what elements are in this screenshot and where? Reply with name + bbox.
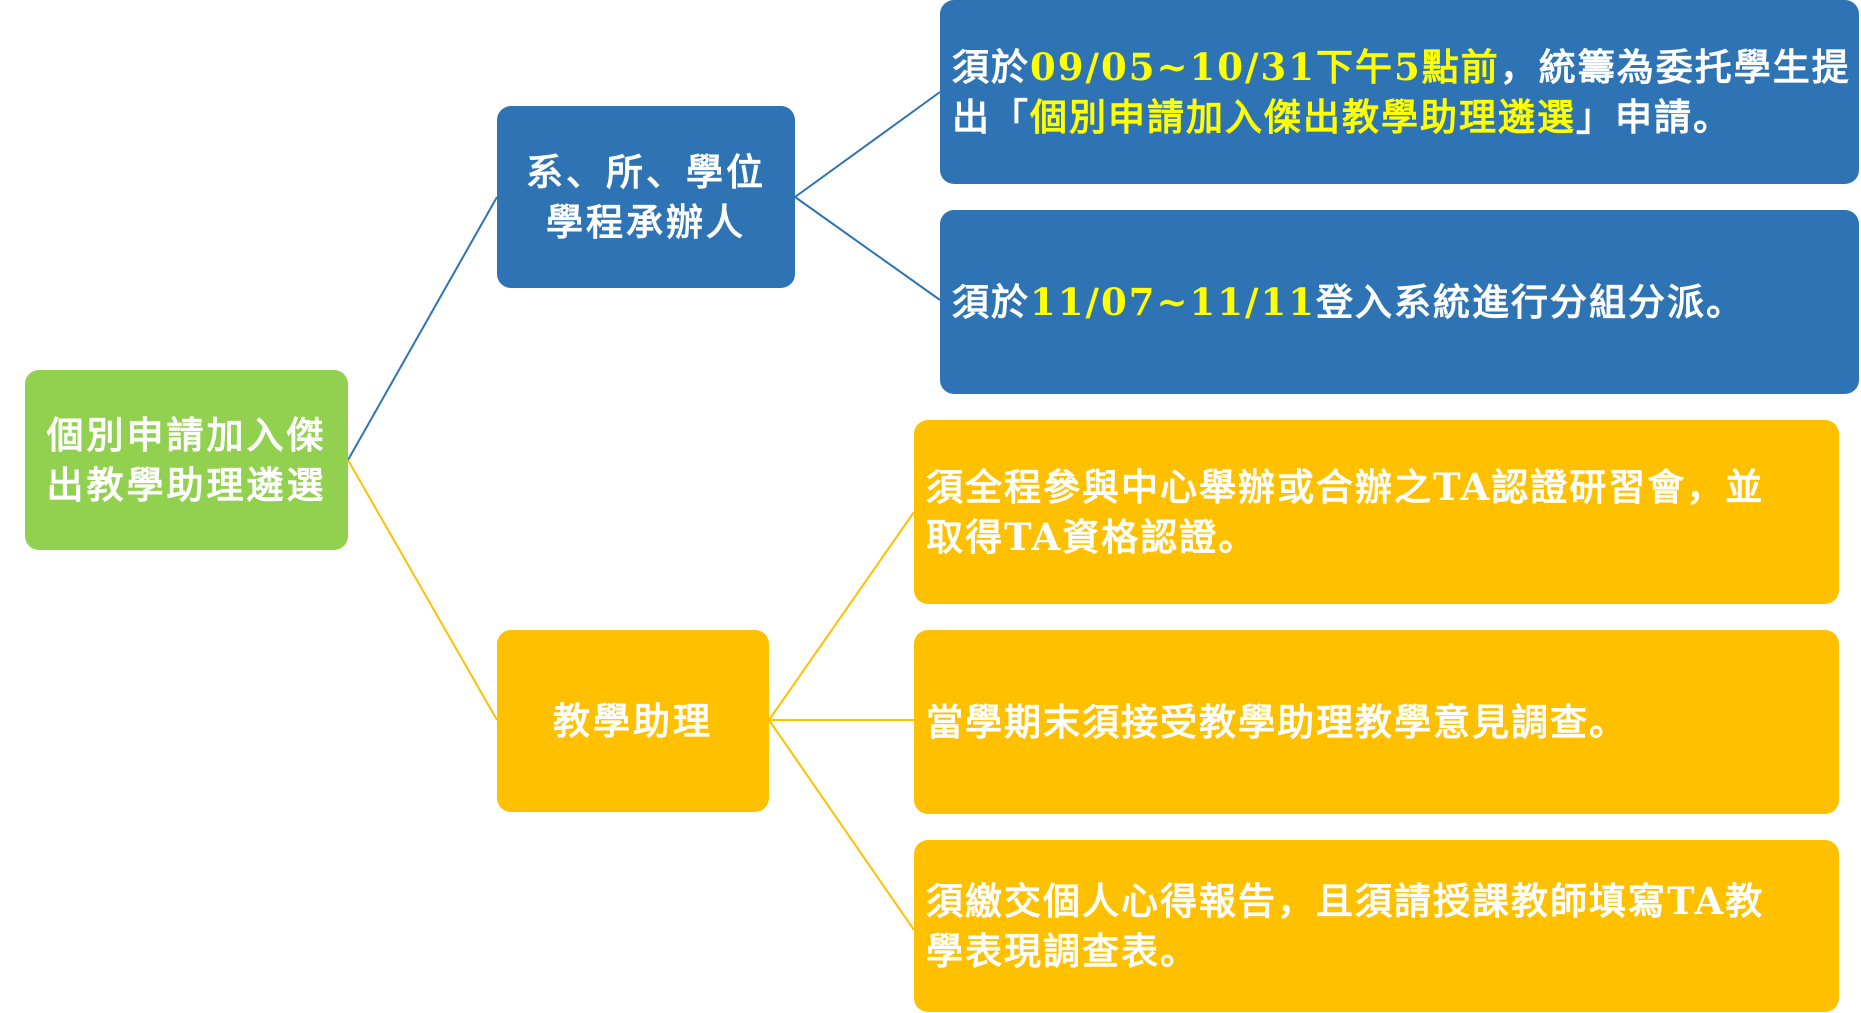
admin-task-login-text: 須於11/07~11/11登入系統進行分組分派。 bbox=[952, 277, 1745, 327]
ta-task3-line1: 須繳交個人心得報告，且須請授課教師填寫TA教 bbox=[926, 879, 1765, 923]
admin-task-deadline-node: 須於09/05~10/31下午5點前，統籌為委托學生提 出「個別申請加入傑出教學… bbox=[940, 0, 1859, 184]
ta-task-survey-text: 當學期末須接受教學助理教學意見調查。 bbox=[926, 700, 1628, 744]
ta-task-report-node: 須繳交個人心得報告，且須請授課教師填寫TA教 學表現調查表。 bbox=[914, 840, 1839, 1012]
admin-task-deadline-text: 須於09/05~10/31下午5點前，統籌為委托學生提 出「個別申請加入傑出教學… bbox=[952, 42, 1851, 142]
admin-task-login-node: 須於11/07~11/11登入系統進行分組分派。 bbox=[940, 210, 1859, 394]
admin-task1-close: 」申請。 bbox=[1576, 95, 1732, 139]
admin-task1-date: 09/05~10/31下午5點前 bbox=[1030, 45, 1500, 89]
connector-root-admin bbox=[347, 196, 498, 461]
ta-task-certification-node: 須全程參與中心舉辦或合辦之TA認證研習會，並 取得TA資格認證。 bbox=[914, 420, 1839, 604]
ta-task-survey-node: 當學期末須接受教學助理教學意見調查。 bbox=[914, 630, 1839, 814]
admin-task2-desc: 登入系統進行分組分派。 bbox=[1316, 280, 1745, 324]
admin-task2-prefix: 須於 bbox=[952, 280, 1030, 324]
ta-task-report-text: 須繳交個人心得報告，且須請授課教師填寫TA教 學表現調查表。 bbox=[926, 876, 1764, 976]
connector-ta-task1 bbox=[768, 511, 915, 721]
connector-admin-task1 bbox=[794, 91, 941, 198]
admin-task2-date: 11/07~11/11 bbox=[1030, 280, 1316, 324]
ta-node: 教學助理 bbox=[497, 630, 769, 812]
admin-task1-program-name: 個別申請加入傑出教學助理遴選 bbox=[1030, 95, 1576, 139]
admin-node: 系、所、學位 學程承辦人 bbox=[497, 106, 795, 288]
admin-label: 系、所、學位 學程承辦人 bbox=[526, 147, 766, 247]
connector-root-ta bbox=[347, 459, 498, 721]
admin-label-line1: 系、所、學位 bbox=[526, 150, 766, 194]
ta-task3-line2: 學表現調查表。 bbox=[926, 929, 1199, 973]
root-label: 個別申請加入傑 出教學助理遴選 bbox=[47, 410, 327, 510]
admin-task1-desc: ，統籌為委托學生提 bbox=[1499, 45, 1851, 89]
ta-task-certification-text: 須全程參與中心舉辦或合辦之TA認證研習會，並 取得TA資格認證。 bbox=[926, 462, 1764, 562]
root-label-line1: 個別申請加入傑 bbox=[46, 413, 327, 457]
admin-task1-open: 出「 bbox=[952, 95, 1030, 139]
ta-label: 教學助理 bbox=[553, 699, 713, 743]
ta-task1-line1: 須全程參與中心舉辦或合辦之TA認證研習會，並 bbox=[926, 465, 1765, 509]
admin-label-line2: 學程承辦人 bbox=[546, 200, 746, 244]
ta-task1-line2: 取得TA資格認證。 bbox=[926, 515, 1258, 559]
connector-admin-task2 bbox=[794, 196, 941, 301]
connector-ta-task3 bbox=[768, 719, 915, 931]
root-node: 個別申請加入傑 出教學助理遴選 bbox=[25, 370, 348, 550]
root-label-line2: 出教學助理遴選 bbox=[46, 463, 327, 507]
admin-task1-prefix: 須於 bbox=[952, 45, 1030, 89]
